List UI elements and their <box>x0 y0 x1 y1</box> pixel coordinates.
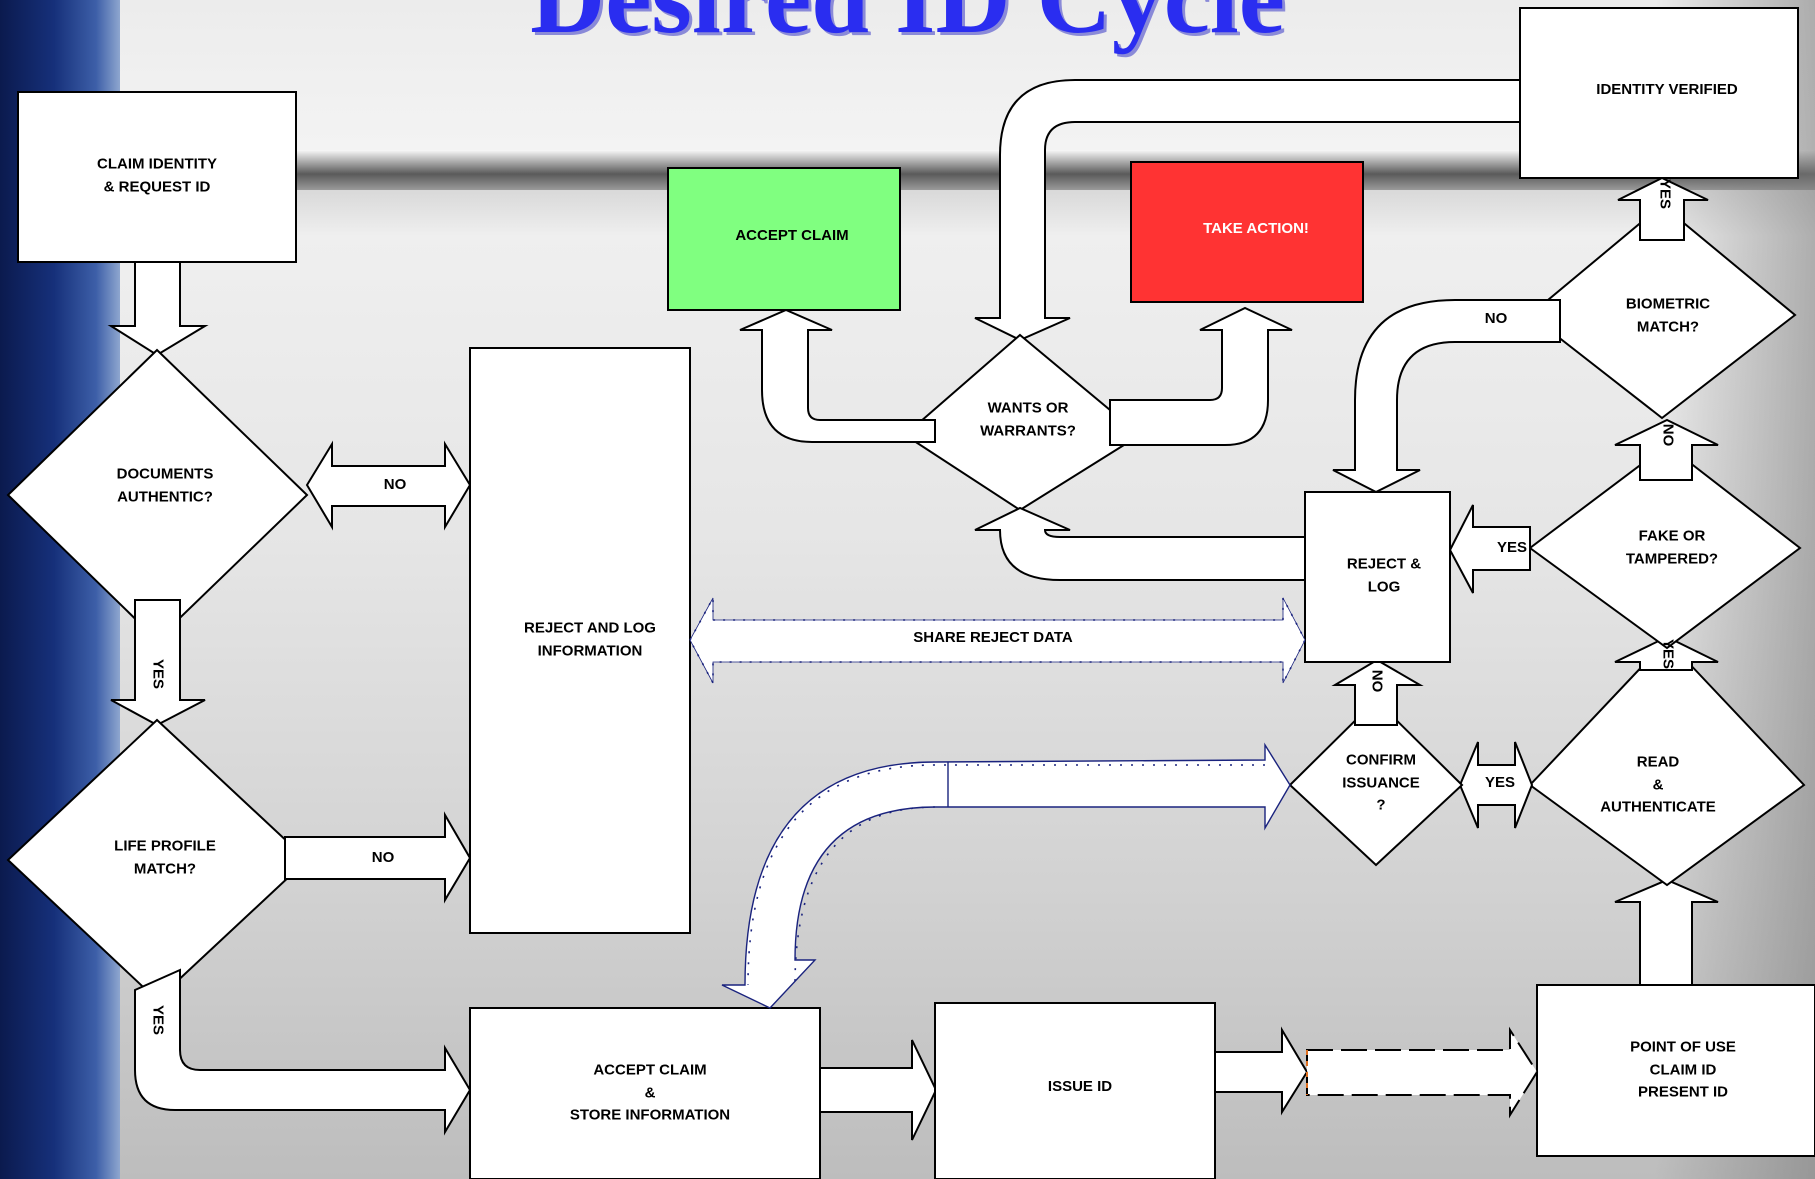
arrow-verified-to-wants <box>974 79 1521 342</box>
identity-verified-label: IDENTITY VERIFIED <box>1596 80 1738 98</box>
arrow-claim-to-documents <box>107 261 209 357</box>
arrow-read-confirm-yes <box>1458 741 1534 829</box>
arrow-wants-to-action <box>1109 306 1293 446</box>
dashed-arrow-to-point <box>1306 1026 1539 1119</box>
arrow-biometric-no <box>1332 299 1561 494</box>
confirm-to-accept-arrow <box>721 742 1291 1009</box>
edge-confirm-no: NO <box>1368 669 1386 693</box>
edge-biometric-no: NO <box>1484 309 1508 327</box>
documents-authentic-label: DOCUMENTS AUTHENTIC? <box>116 465 214 506</box>
arrow-docs-yes <box>110 599 206 727</box>
edge-biometric-yes: YES <box>1656 178 1674 210</box>
claim-identity-label: CLAIM IDENTITY & REQUEST ID <box>97 155 217 196</box>
share-reject-data-arrow-outline <box>689 597 1306 684</box>
reject-log-information-label: REJECT AND LOG INFORMATION <box>524 619 656 660</box>
identity-verified-box <box>1519 7 1799 179</box>
read-authenticate-diamond <box>1528 638 1806 887</box>
edge-fake-yes: YES <box>1496 538 1528 556</box>
reject-log-box <box>1304 491 1451 663</box>
accept-claim-box <box>667 167 901 311</box>
edge-life-yes: YES <box>149 1004 167 1036</box>
edge-fake-no: NO <box>1659 423 1677 447</box>
edge-share-reject-data: SHARE REJECT DATA <box>913 628 1073 646</box>
arrow-wants-to-accept <box>739 308 936 443</box>
confirm-issuance-diamond <box>1288 698 1464 867</box>
reject-log-label: REJECT & LOG <box>1346 555 1422 596</box>
take-action-label: TAKE ACTION! <box>1203 219 1309 237</box>
arrow-point-to-read <box>1614 878 1719 986</box>
arrow-issue-to-dashed <box>1214 1026 1309 1116</box>
arrow-read-to-fake <box>1614 635 1719 671</box>
accept-store-label: ACCEPT CLAIM & STORE INFORMATION <box>569 1061 731 1124</box>
background-band <box>0 150 1815 190</box>
point-of-use-label: POINT OF USE CLAIM ID PRESENT ID <box>1630 1038 1736 1101</box>
issue-id-label: ISSUE ID <box>1047 1077 1113 1095</box>
arrow-fake-yes <box>1448 504 1531 594</box>
edge-confirm-yes: YES <box>1484 773 1516 791</box>
arrow-fake-no <box>1614 418 1719 481</box>
arrow-accept-to-issue <box>819 1039 938 1141</box>
arrow-confirm-no <box>1331 658 1424 726</box>
reject-log-information-box <box>469 347 691 934</box>
life-profile-label: LIFE PROFILE MATCH? <box>114 837 216 878</box>
fake-or-tampered-diamond <box>1528 443 1802 650</box>
issue-id-box <box>934 1002 1216 1179</box>
confirm-issuance-label: CONFIRM ISSUANCE ? <box>1342 751 1420 814</box>
accept-claim-label: ACCEPT CLAIM <box>735 226 849 244</box>
accept-store-box <box>469 1007 821 1179</box>
claim-identity-box <box>17 91 297 263</box>
biometric-match-label: BIOMETRIC MATCH? <box>1625 295 1711 336</box>
arrow-biometric-yes <box>1617 176 1709 241</box>
arrow-life-no <box>284 811 472 904</box>
edge-read-yes: YES <box>1659 638 1677 670</box>
fake-tampered-label: FAKE OR TAMPERED? <box>1625 527 1719 568</box>
edge-life-no: NO <box>371 848 395 866</box>
biometric-match-diamond <box>1528 203 1797 420</box>
arrow-life-yes <box>134 968 472 1136</box>
take-action-box <box>1130 161 1364 303</box>
edge-docs-yes: YES <box>149 658 167 690</box>
page-title: Desired ID Cycle <box>0 0 1815 57</box>
arrow-reject-to-wants <box>974 506 1306 581</box>
read-authenticate-label: READ & AUTHENTICATE <box>1600 753 1716 816</box>
wants-warrants-label: WANTS OR WARRANTS? <box>980 399 1076 440</box>
confirm-to-accept-dots <box>747 764 1265 986</box>
edge-docs-no: NO <box>383 475 407 493</box>
